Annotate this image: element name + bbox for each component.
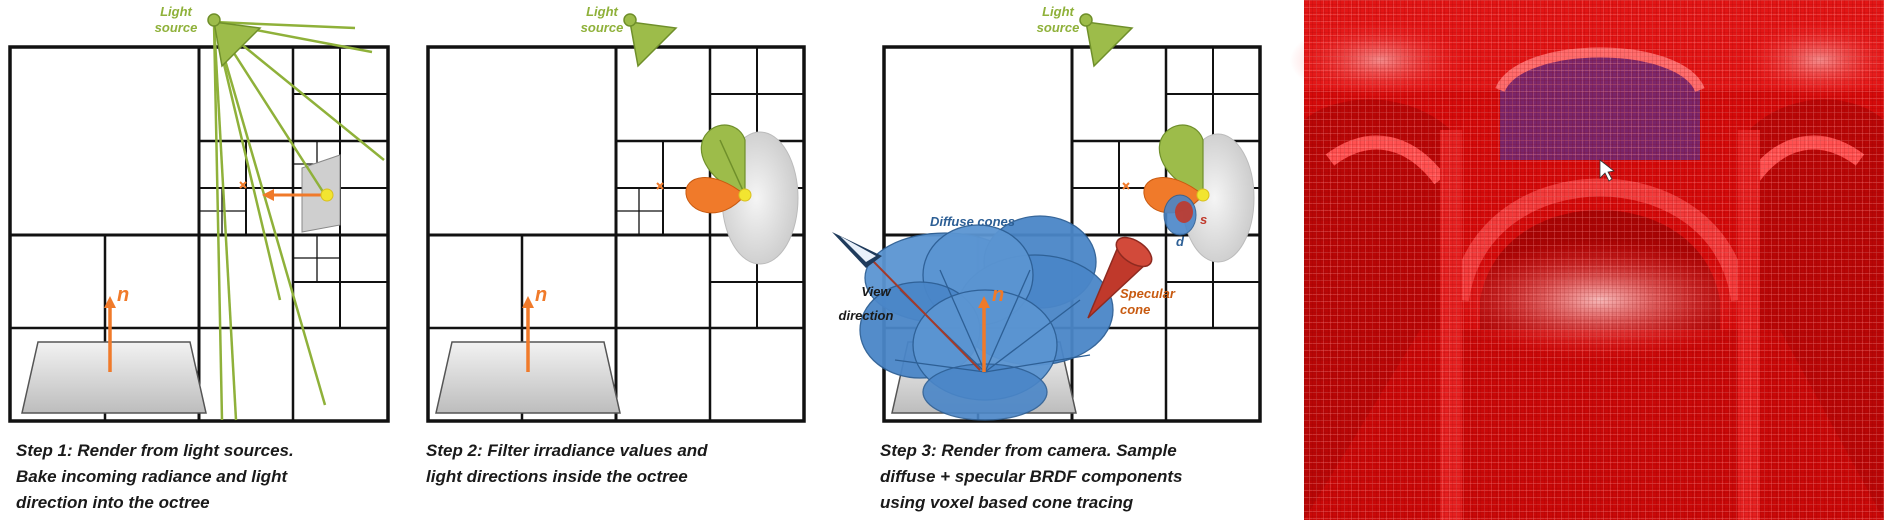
normal-label-2: n (535, 284, 547, 306)
light-source-icon-3 (1079, 13, 1134, 68)
d-label: d (1176, 234, 1185, 249)
step-3-caption: Step 3: Render from camera. Sample diffu… (880, 441, 1187, 512)
light-rays-1 (212, 20, 385, 421)
voxelized-scene-render (1290, 0, 1884, 520)
view-label-a: View (861, 284, 891, 299)
view-label-b: direction (839, 308, 894, 323)
panel-step-3: Diffuse cones n Specular cone View direc… (832, 4, 1262, 512)
s-label: s (1200, 212, 1207, 227)
surface-slab-1 (21, 341, 207, 414)
panel-step-2: n Light source Step 2: Filter irradiance… (426, 4, 806, 486)
light-label-a-2: Light (586, 4, 618, 19)
normal-label-1: n (117, 284, 129, 306)
irradiance-lobe-2 (685, 177, 746, 214)
diffuse-cones (859, 215, 1114, 421)
step-2-caption: Step 2: Filter irradiance values and lig… (426, 441, 712, 486)
diffuse-cones-label: Diffuse cones (930, 214, 1015, 229)
step-1-caption: Step 1: Render from light sources. Bake … (16, 441, 298, 512)
light-source-icon-1 (207, 13, 262, 68)
specular-label-b: cone (1120, 302, 1150, 317)
normal-label-3: n (992, 284, 1004, 306)
panel-step-1: n Light source (8, 4, 390, 512)
camera-eye-icon (832, 232, 882, 268)
light-label-a-1: Light (160, 4, 192, 19)
light-source-icon-2 (623, 13, 678, 68)
light-label-b-1: source (155, 20, 198, 35)
light-label-b-2: source (581, 20, 624, 35)
radiance-arrow-1 (239, 181, 334, 202)
light-label-b-3: source (1037, 20, 1080, 35)
specular-cone (1087, 236, 1153, 319)
normal-arrow-1: n (104, 284, 129, 372)
view-direction-line (869, 257, 981, 371)
specular-label-a: Specular (1120, 286, 1176, 301)
light-label-a-3: Light (1042, 4, 1074, 19)
surface-slab-2 (435, 341, 621, 414)
mouse-cursor-icon (1599, 159, 1615, 182)
normal-arrow-2: n (522, 284, 547, 372)
normal-arrow-3: n (978, 284, 1004, 372)
